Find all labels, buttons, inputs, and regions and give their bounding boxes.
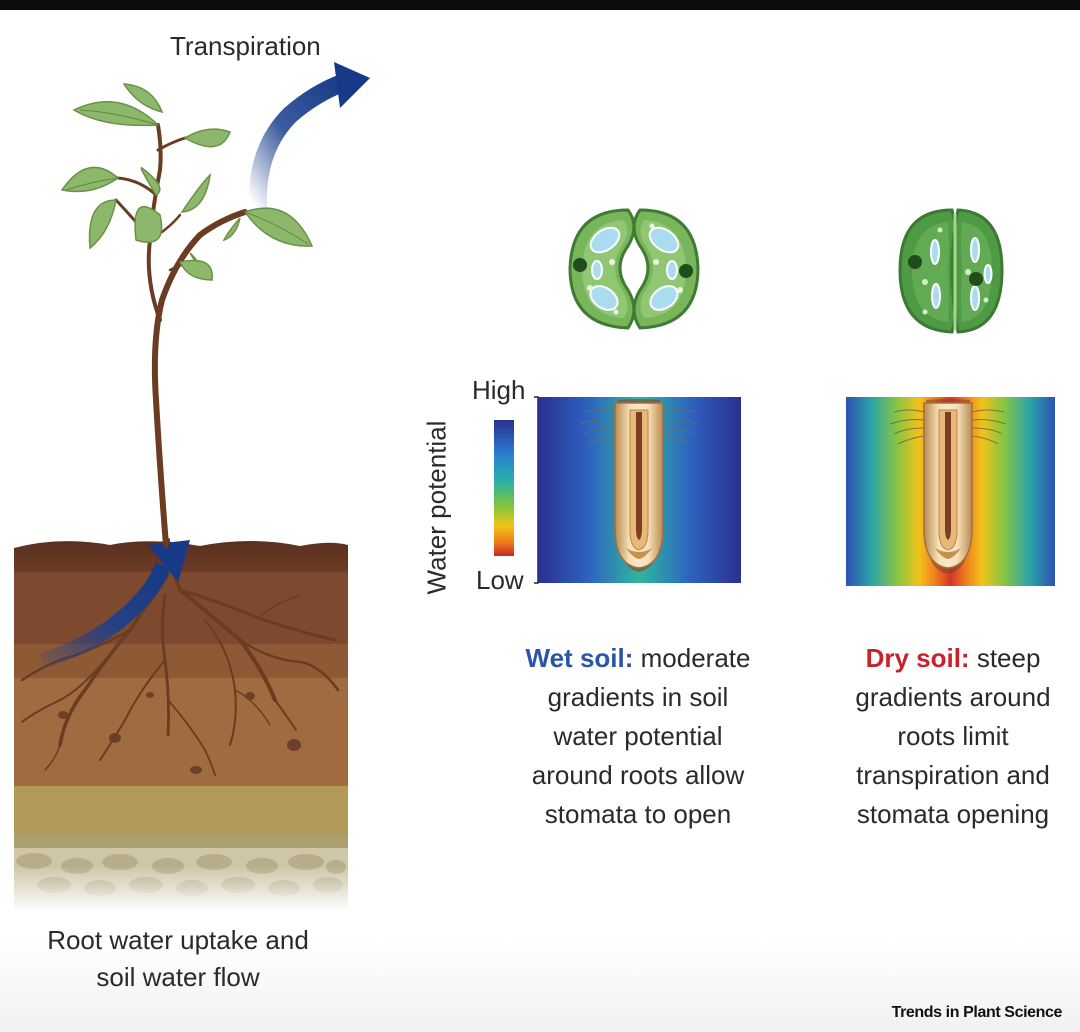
stomata-closed: [898, 208, 1004, 334]
water-potential-axis-label: Water potential: [421, 420, 452, 595]
wet-soil-keyword: Wet soil:: [525, 643, 634, 673]
dry-soil-caption: Dry soil: steep gradients around roots l…: [828, 639, 1078, 834]
root-caption-line2: soil water flow: [96, 962, 260, 992]
stomata-open: [568, 208, 700, 330]
transpiration-label: Transpiration: [170, 31, 321, 61]
soil-water-flow-arrow: [39, 540, 190, 669]
wet-soil-heatmap: [538, 397, 741, 583]
dry-soil-caption-line2: gradients around: [855, 682, 1051, 712]
wet-soil-caption-line2: gradients in soil: [547, 682, 729, 712]
wet-soil-caption: Wet soil: moderate gradients in soil wat…: [486, 639, 790, 834]
wet-soil-caption-line5: stomata to open: [544, 799, 732, 829]
journal-credit: Trends in Plant Science: [891, 1004, 1063, 1021]
dry-soil-caption-line3: roots limit: [897, 721, 1009, 751]
root-uptake-caption: Root water uptake and soil water flow: [8, 922, 348, 996]
legend-high-label: High: [472, 375, 526, 405]
legend-low-label: Low: [476, 565, 524, 595]
dry-soil-caption-line5: stomata opening: [856, 799, 1050, 829]
plant-shoot: [60, 83, 314, 548]
dry-soil-heatmap: [846, 397, 1055, 586]
wet-soil-caption-line3: water potential: [553, 721, 723, 751]
dry-soil-keyword: Dry soil:: [865, 643, 970, 673]
footer-band: [0, 940, 1080, 1032]
dry-soil-caption-line4: transpiration and: [856, 760, 1050, 790]
water-potential-legend: [494, 396, 539, 584]
transpiration-arrow: [248, 62, 370, 211]
wet-soil-caption-line4: around roots allow: [531, 760, 745, 790]
wet-soil-caption-line1: Wet soil: moderate: [525, 643, 751, 673]
top-bar: [0, 0, 1080, 10]
soil-profile: [14, 541, 348, 912]
dry-soil-caption-line1: Dry soil: steep: [865, 643, 1041, 673]
root-caption-line1: Root water uptake and: [47, 925, 309, 955]
